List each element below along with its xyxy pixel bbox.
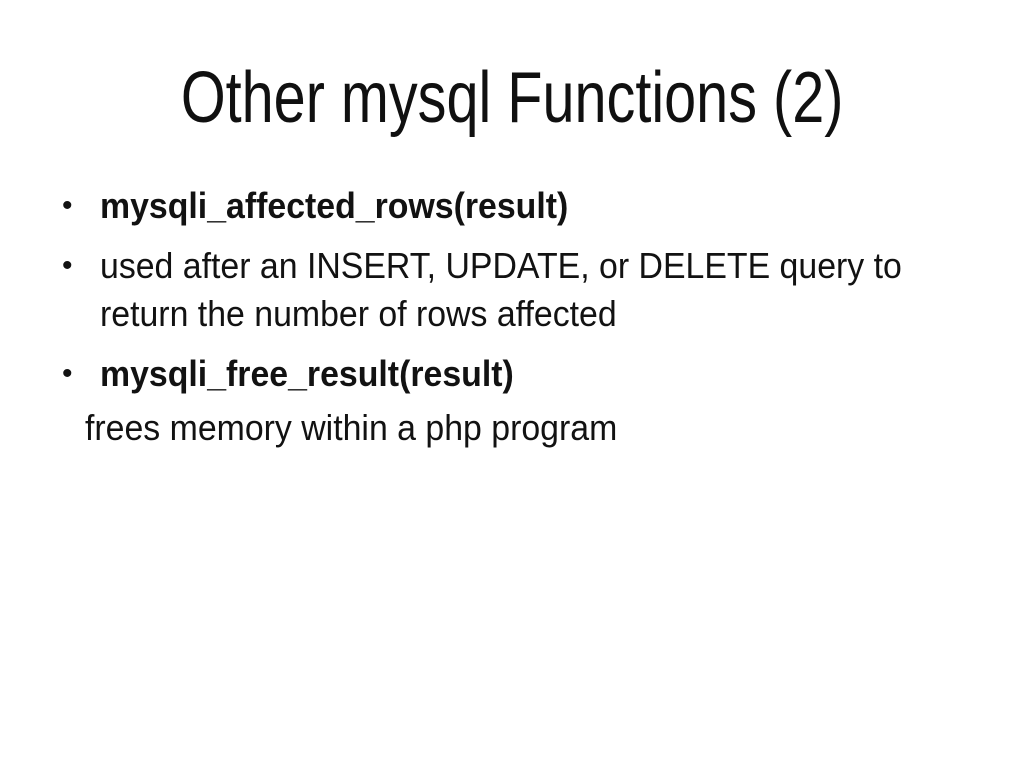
bullet-list: • mysqli_affected_rows(result) • used af… — [62, 182, 962, 464]
bullet-dot-icon: • — [62, 357, 73, 390]
continuation-line: frees memory within a php program — [62, 404, 962, 452]
bullet-text: mysqli_free_result(result) — [100, 353, 514, 394]
bullet-dot-icon: • — [62, 249, 73, 282]
bullet-item-usage-description: • used after an INSERT, UPDATE, or DELET… — [62, 242, 962, 338]
bullet-item-free-result: • mysqli_free_result(result) — [62, 350, 962, 398]
bullet-text: used after an INSERT, UPDATE, or DELETE … — [100, 245, 902, 334]
slide-title: Other mysql Functions (2) — [180, 58, 844, 138]
title-area: Other mysql Functions (2) — [0, 62, 1024, 134]
continuation-text: frees memory within a php program — [85, 407, 618, 448]
bullet-dot-icon: • — [62, 189, 73, 222]
bullet-text: mysqli_affected_rows(result) — [100, 185, 569, 226]
bullet-item-affected-rows: • mysqli_affected_rows(result) — [62, 182, 962, 230]
